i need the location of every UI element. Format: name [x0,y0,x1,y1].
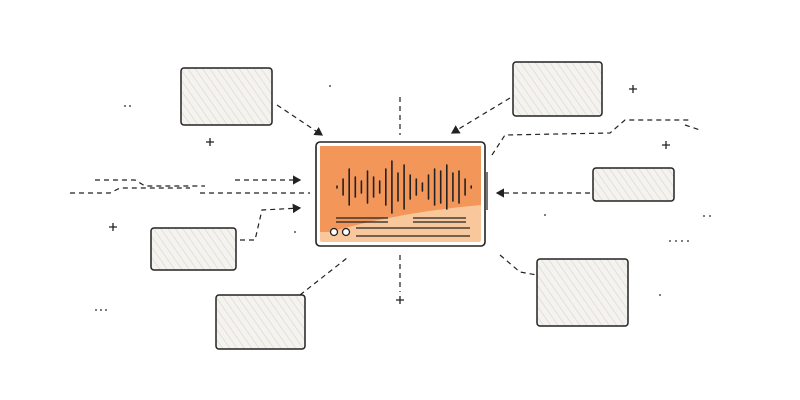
audio-player-device [315,141,488,247]
plus-icon [109,223,117,231]
plus-icon [396,296,404,304]
line-far-left [95,179,205,187]
card-top-right [512,61,603,117]
plus-marks [109,85,670,304]
card-top-left [180,67,273,126]
audio-waveform-icon [336,160,473,214]
line-far-left-2 [70,187,190,194]
card-right [592,167,675,202]
control-button [341,227,351,237]
card-bottom-right [536,258,629,327]
connectors [70,97,701,296]
line-bottom-right [499,254,538,276]
line-top-right [491,119,690,156]
card-left [150,227,237,271]
card-bottom-left [215,294,306,350]
plus-icon [629,85,637,93]
arrow-left-lower [240,203,302,241]
control-button [329,227,339,237]
text-lines [336,217,470,237]
arrow-top-right [450,97,511,134]
plus-icon [206,138,214,146]
line-right-low [684,124,701,131]
plus-icon [662,141,670,149]
line-bottom-left [299,257,348,296]
boxes [150,61,675,350]
arrow-top-left [276,104,323,136]
